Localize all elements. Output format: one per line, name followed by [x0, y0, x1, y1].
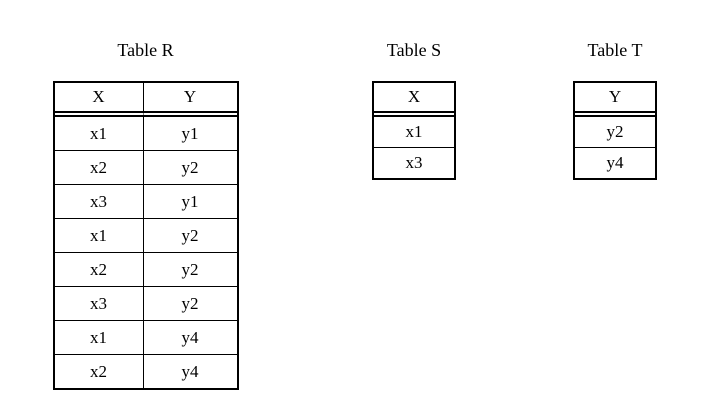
table-cell: x3 — [54, 287, 144, 321]
table-header-row: X Y — [54, 83, 237, 117]
table-t: Y y2 y4 — [573, 81, 657, 180]
table-t-column-header-y: Y — [575, 83, 655, 117]
table-t-body: y2 y4 — [575, 117, 655, 178]
table-row: x1 y1 — [54, 117, 237, 151]
table-row: x1 — [374, 117, 454, 148]
table-row: x2 y4 — [54, 355, 237, 388]
table-r-header: X Y — [54, 83, 237, 117]
table-t-title: Table T — [587, 40, 643, 60]
table-cell: y2 — [143, 219, 237, 253]
table-cell: y4 — [575, 148, 655, 178]
table-s-title: Table S — [386, 40, 442, 60]
table-row: x3 — [374, 148, 454, 178]
table-cell: y2 — [143, 151, 237, 185]
table-r: X Y x1 y1 x2 y2 x3 y1 x1 — [52, 81, 239, 390]
table-cell: x2 — [54, 355, 144, 388]
table-cell: x3 — [374, 148, 454, 178]
table-s-column-header-x: X — [374, 83, 454, 117]
table-row: x2 y2 — [54, 253, 237, 287]
table-header-row: X — [374, 83, 454, 117]
table-row: y2 — [575, 117, 655, 148]
table-cell: x2 — [54, 253, 144, 287]
table-row: x1 y2 — [54, 219, 237, 253]
table-row: x2 y2 — [54, 151, 237, 185]
table-row: x3 y2 — [54, 287, 237, 321]
table-row: x1 y4 — [54, 321, 237, 355]
table-cell: y4 — [143, 321, 237, 355]
table-cell: x2 — [54, 151, 144, 185]
table-s-group: Table S X x1 x3 — [372, 40, 456, 180]
table-cell: x1 — [54, 117, 144, 151]
table-cell: x1 — [374, 117, 454, 148]
table-cell: y4 — [143, 355, 237, 388]
table-r-body: x1 y1 x2 y2 x3 y1 x1 y2 x2 y2 — [54, 117, 237, 388]
table-r-column-header-y: Y — [143, 83, 237, 117]
table-cell: y1 — [143, 117, 237, 151]
table-cell: x1 — [54, 219, 144, 253]
table-row: x3 y1 — [54, 185, 237, 219]
table-s-body: x1 x3 — [374, 117, 454, 178]
table-s: X x1 x3 — [372, 81, 456, 180]
table-cell: y1 — [143, 185, 237, 219]
table-cell: y2 — [575, 117, 655, 148]
table-r-group: Table R X Y x1 y1 x2 y2 x3 y1 — [52, 40, 239, 390]
table-t-header: Y — [575, 83, 655, 117]
table-header-row: Y — [575, 83, 655, 117]
table-cell: y2 — [143, 253, 237, 287]
table-r-title: Table R — [117, 40, 174, 60]
table-cell: x1 — [54, 321, 144, 355]
table-row: y4 — [575, 148, 655, 178]
table-s-header: X — [374, 83, 454, 117]
table-t-group: Table T Y y2 y4 — [573, 40, 657, 180]
table-r-column-header-x: X — [54, 83, 144, 117]
table-cell: x3 — [54, 185, 144, 219]
table-cell: y2 — [143, 287, 237, 321]
